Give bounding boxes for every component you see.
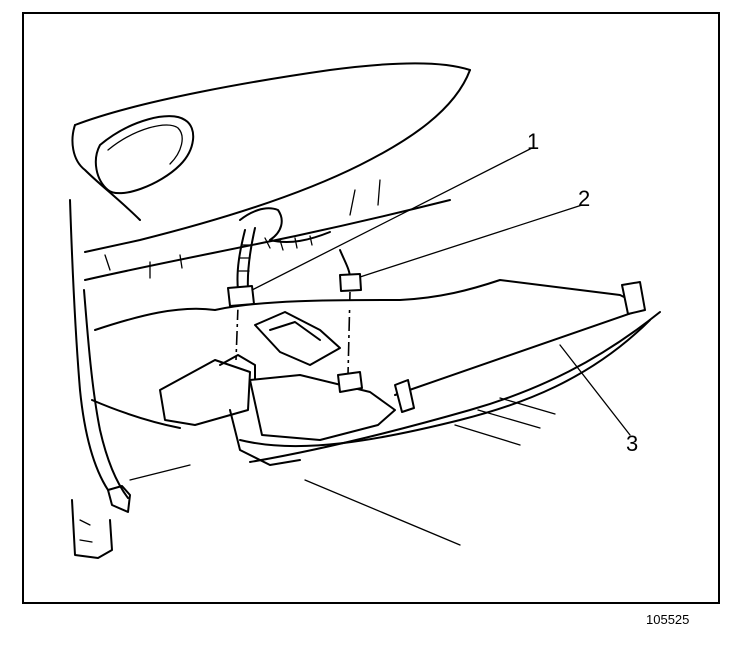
callout-1: 1	[527, 129, 540, 154]
wiring-harness	[236, 207, 331, 291]
connector-2	[339, 249, 362, 292]
leader-line-3	[559, 344, 631, 436]
callout-2: 2	[578, 186, 591, 211]
callout-3: 3	[626, 431, 639, 456]
leader-lines	[251, 147, 631, 436]
window-opening	[94, 115, 195, 195]
figure-number: 105525	[646, 612, 690, 627]
leader-line-1	[251, 147, 533, 291]
leader-line-2	[359, 204, 583, 278]
pillar	[69, 199, 131, 559]
floor	[91, 307, 556, 546]
tray-assembly	[159, 279, 661, 466]
connector-1	[227, 285, 255, 307]
body-side-panel	[71, 62, 471, 281]
